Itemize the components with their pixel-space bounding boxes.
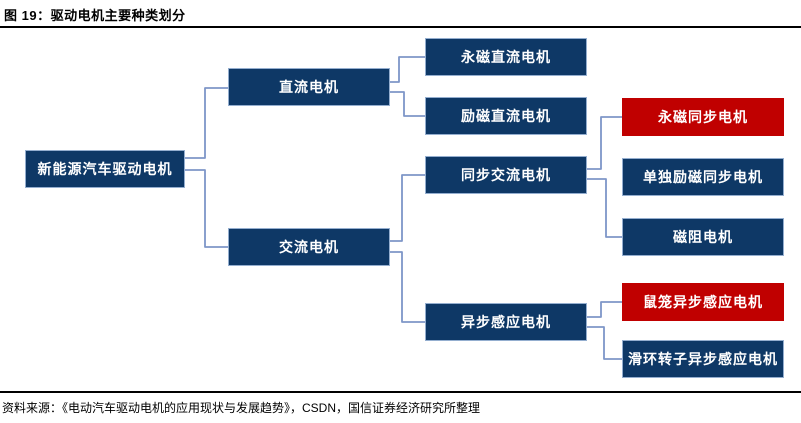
node-excited-dc-motor: 励磁直流电机 xyxy=(425,97,587,135)
source-note: 资料来源：《电动汽车驱动电机的应用现状与发展趋势》，CSDN，国信证券经济研究所… xyxy=(2,401,481,415)
edge-sync-ac-reluctance xyxy=(587,178,622,238)
figure-title: 图 19：驱动电机主要种类划分 xyxy=(4,8,186,23)
edge-async-slip-ring xyxy=(587,326,622,360)
edge-root-dc xyxy=(185,87,228,159)
edge-dc-pm-dc xyxy=(390,56,425,83)
footer-divider-line xyxy=(0,391,801,393)
node-slip-ring-rotor-induction-motor: 滑环转子异步感应电机 xyxy=(622,340,784,378)
edge-async-squirrel-cage xyxy=(587,301,622,318)
node-separately-excited-sync-motor: 单独励磁同步电机 xyxy=(622,158,784,196)
node-sync-ac-motor: 同步交流电机 xyxy=(425,156,587,194)
edge-root-ac xyxy=(185,169,228,248)
node-dc-motor: 直流电机 xyxy=(228,68,390,106)
node-reluctance-motor: 磁阻电机 xyxy=(622,218,784,256)
node-ac-motor: 交流电机 xyxy=(228,228,390,266)
node-root-nev-drive-motor: 新能源汽车驱动电机 xyxy=(25,150,185,188)
title-divider-line xyxy=(0,26,801,28)
edge-ac-sync-ac xyxy=(390,174,425,242)
edge-sync-ac-pm-sync xyxy=(587,116,622,170)
node-squirrel-cage-induction-motor-highlighted: 鼠笼异步感应电机 xyxy=(622,283,784,321)
node-pm-sync-motor-highlighted: 永磁同步电机 xyxy=(622,98,784,136)
edge-dc-excited-dc xyxy=(390,91,425,117)
edge-ac-async-induction xyxy=(390,251,425,323)
node-async-induction-motor: 异步感应电机 xyxy=(425,303,587,341)
node-pm-dc-motor: 永磁直流电机 xyxy=(425,38,587,76)
